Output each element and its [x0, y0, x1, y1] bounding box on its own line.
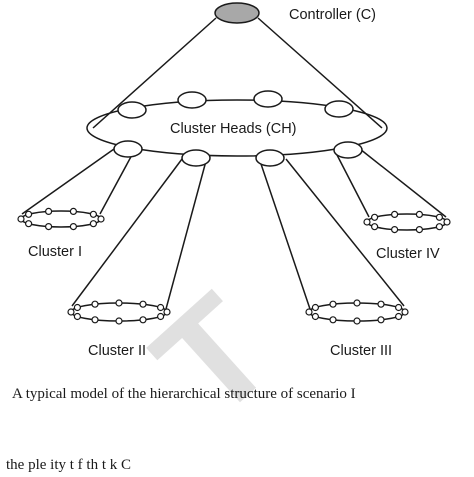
controller-node: [214, 2, 260, 24]
cluster-member-node: [139, 316, 147, 324]
cluster-member-node: [89, 210, 98, 218]
cluster-member-node: [157, 312, 165, 321]
controller-link-right: [257, 17, 383, 129]
cluster-member-node: [163, 308, 171, 316]
cluster-member-node: [157, 303, 165, 312]
cluster-head-node: [253, 90, 283, 108]
cluster-member-node: [371, 213, 379, 221]
cluster-member-node: [69, 223, 78, 231]
cluster-member-node: [73, 312, 82, 321]
cluster-member-node: [363, 218, 371, 226]
cluster-member-node: [353, 317, 361, 325]
cluster-member-node: [377, 316, 385, 324]
cluster-head-node: [255, 149, 285, 167]
cluster-member-node: [44, 207, 53, 215]
cluster-member-node: [311, 303, 319, 312]
cluster-member-node: [115, 299, 123, 307]
cluster-member-node: [139, 300, 147, 308]
cluster-heads-ring: [86, 99, 388, 157]
cluster-member-node: [25, 210, 33, 218]
cluster-ii-label: Cluster II: [88, 343, 146, 359]
cluster-member-node: [67, 308, 75, 316]
cluster-member-node: [415, 226, 423, 234]
body-text-fragment: the ple ity t f th t k C: [6, 457, 131, 473]
cluster-member-node: [44, 223, 53, 231]
cluster-member-node: [377, 300, 385, 308]
cluster-ii-ring: [67, 299, 171, 325]
cluster-member-node: [91, 316, 99, 324]
cluster-heads-label: Cluster Heads (CH): [170, 121, 297, 137]
cluster-iv-label: Cluster IV: [376, 246, 440, 262]
cluster-member-node: [443, 218, 451, 226]
cluster-member-node: [69, 207, 78, 215]
cluster-member-node: [17, 215, 25, 223]
cluster-head-node: [113, 140, 143, 158]
figure-caption: A typical model of the hierarchical stru…: [12, 386, 356, 402]
cluster-iii-ring: [305, 299, 409, 325]
cluster-member-node: [415, 210, 423, 218]
cluster-member-node: [25, 220, 33, 228]
controller-label: Controller (C): [289, 7, 376, 23]
cluster-member-node: [305, 308, 313, 316]
cluster-head-node: [333, 141, 363, 159]
cluster-member-node: [435, 223, 443, 231]
watermark: T: [123, 263, 304, 449]
cluster-member-node: [89, 220, 98, 228]
cluster-member-node: [391, 210, 399, 218]
cluster-member-node: [395, 312, 403, 321]
cluster-head-nodes: [113, 90, 363, 167]
cluster-iv-ring: [363, 210, 451, 234]
cluster-i-ring: [17, 207, 105, 231]
cluster-member-node: [97, 215, 105, 223]
cluster-member-node: [395, 303, 403, 312]
cluster-member-node: [391, 226, 399, 234]
cluster-links: [21, 148, 447, 310]
cluster-member-node: [435, 213, 443, 221]
cluster-i-label: Cluster I: [28, 244, 82, 260]
cluster-member-node: [401, 308, 409, 316]
cluster-iii-label: Cluster III: [330, 343, 392, 359]
cluster-head-node: [117, 101, 147, 119]
watermark-letter: T: [123, 263, 304, 449]
cluster-head-node: [324, 100, 354, 118]
cluster-member-node: [329, 300, 337, 308]
cluster-head-node: [177, 91, 207, 109]
cluster-head-node: [181, 149, 211, 167]
cluster-member-node: [311, 312, 319, 321]
cluster-member-node: [353, 299, 361, 307]
cluster-member-node: [91, 300, 99, 308]
controller-link-left: [92, 17, 217, 129]
cluster-member-node: [329, 316, 337, 324]
cluster-member-node: [73, 303, 82, 312]
cluster-member-node: [371, 223, 379, 231]
cluster-member-node: [115, 317, 123, 325]
